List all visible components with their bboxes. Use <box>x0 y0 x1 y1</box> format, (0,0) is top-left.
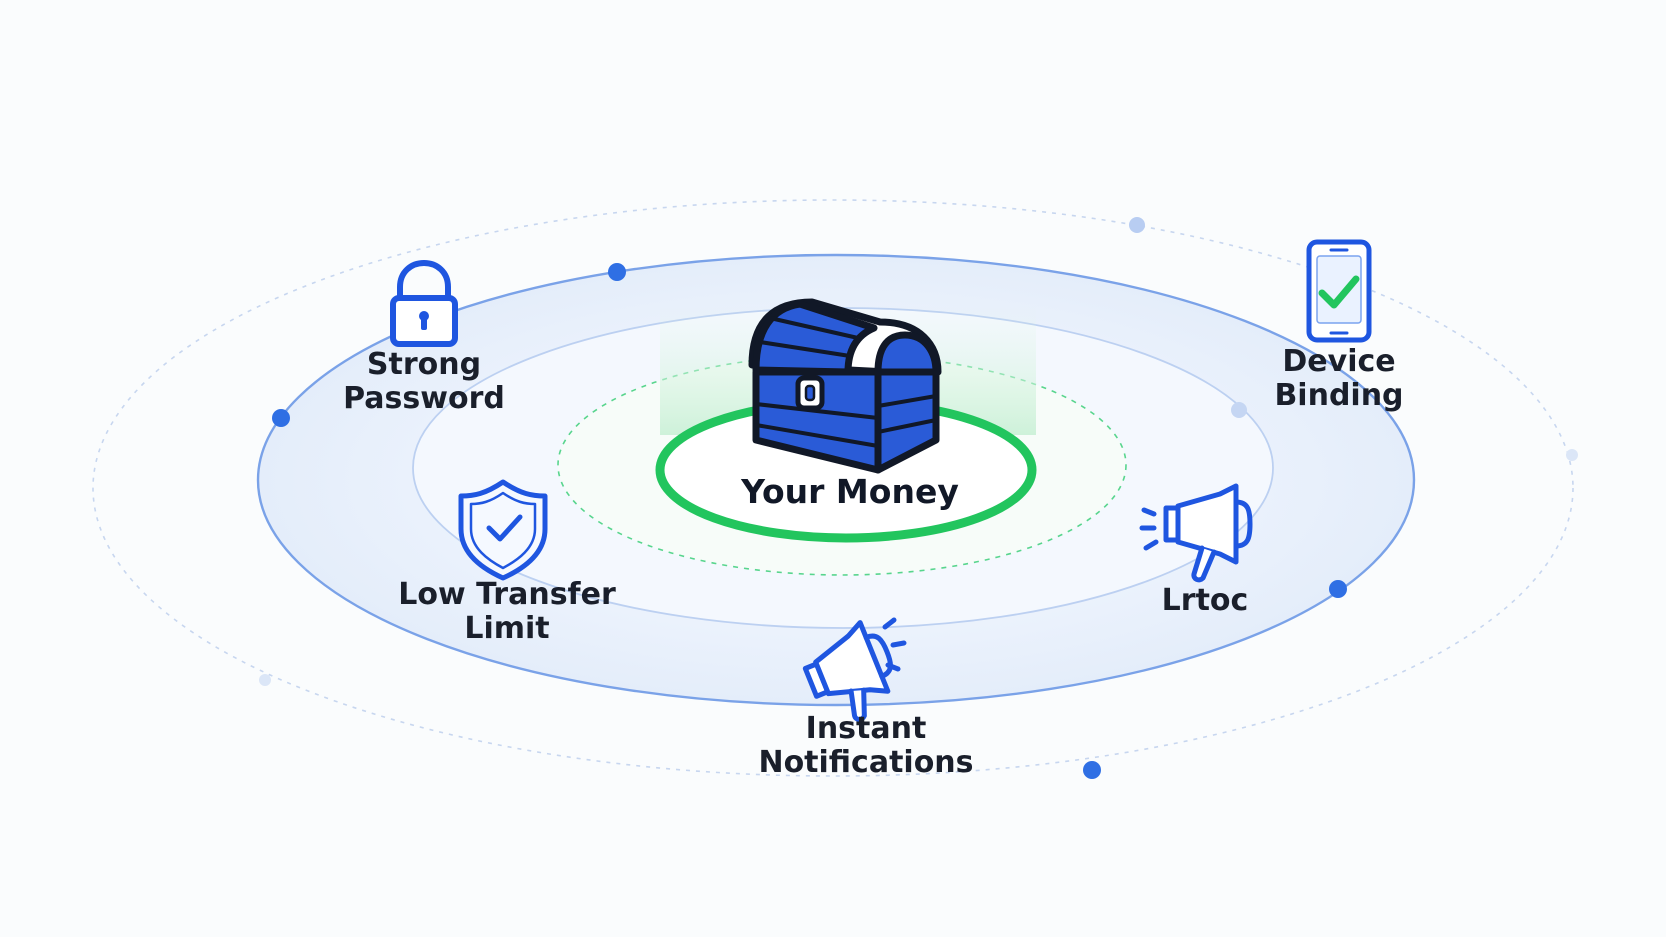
orbit-dot <box>608 263 626 281</box>
phone-check-icon <box>1306 239 1372 343</box>
outer-dashed-ring <box>92 199 1574 777</box>
orbit-dot <box>259 674 271 686</box>
orbit-dot <box>1083 761 1101 779</box>
orbit-dot <box>1329 580 1347 598</box>
treasure-chest-icon <box>748 298 942 474</box>
feature-label-device-binding: Device Binding <box>1274 344 1404 413</box>
center-label: Your Money <box>741 472 959 511</box>
orbit-dot <box>1129 217 1145 233</box>
orbit-dot <box>1566 449 1578 461</box>
feature-label-strong-password: Strong Password <box>343 347 505 416</box>
feature-label-low-transfer-limit: Low Transfer Limit <box>398 577 616 646</box>
shield-check-icon <box>458 479 548 581</box>
orbit-dot <box>272 409 290 427</box>
feature-label-instant-notifications: Instant Notifications <box>758 711 974 780</box>
megaphone-icon <box>1139 483 1253 583</box>
megaphone-icon <box>802 617 907 722</box>
padlock-icon <box>390 260 458 347</box>
feature-label-lrtoc: Lrtoc <box>1161 583 1249 618</box>
orbit-dot <box>1231 402 1247 418</box>
